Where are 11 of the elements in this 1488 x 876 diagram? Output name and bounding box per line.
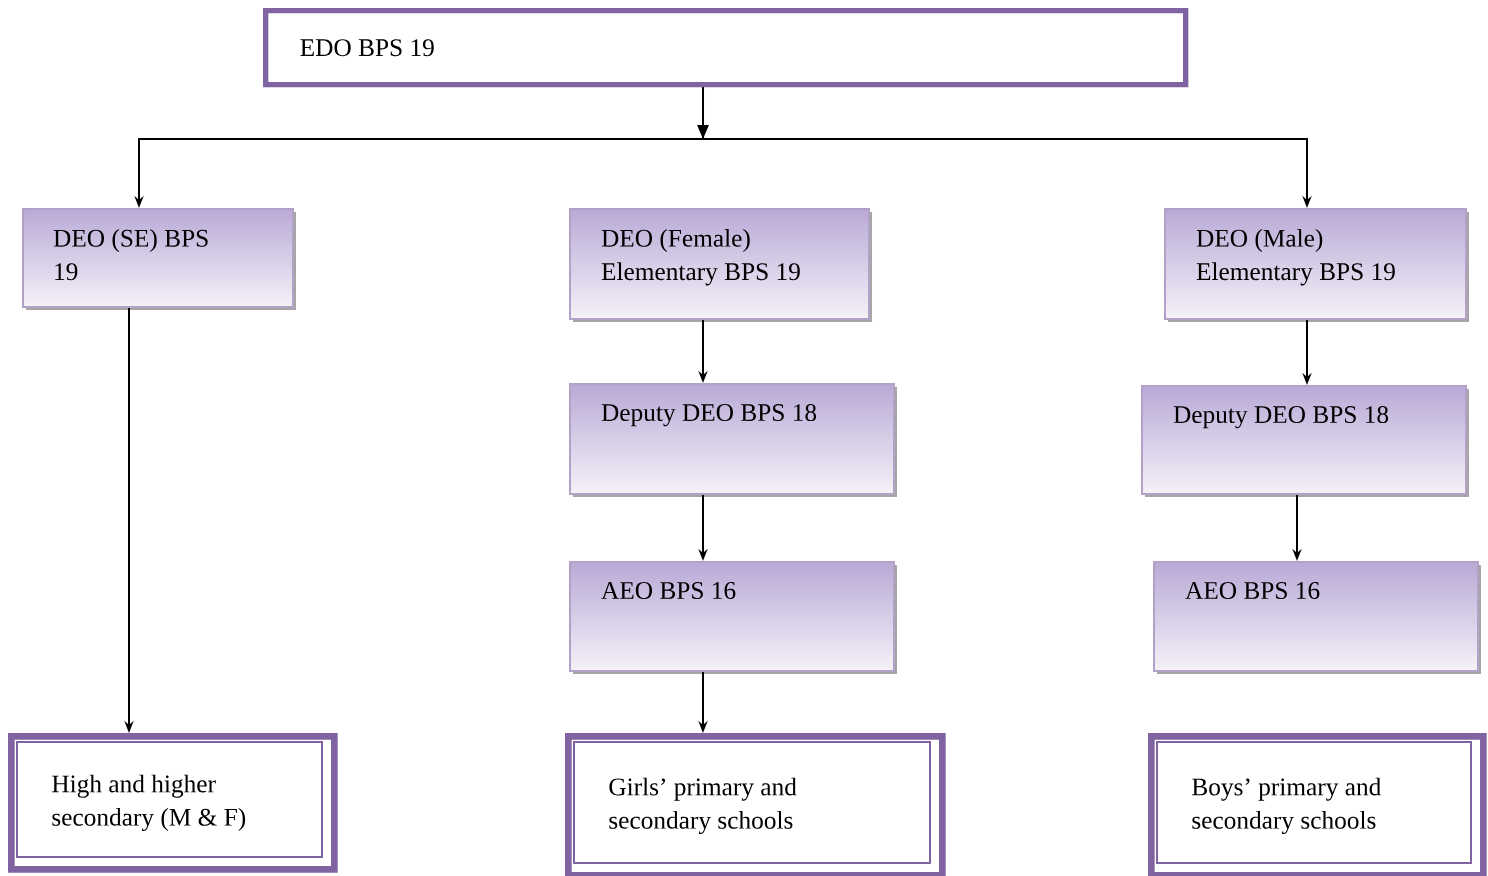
position-box: DEO (Male) Elementary BPS 19 [1164, 208, 1469, 322]
position-box: DEO (Female) Elementary BPS 19 [569, 208, 872, 322]
position-box: AEO BPS 16 [569, 561, 897, 674]
position-box: Deputy DEO BPS 18 [569, 383, 897, 497]
school-box: Girls’ primary and secondary schools [565, 733, 946, 876]
school-box: High and higher secondary (M & F) [8, 733, 338, 873]
position-box: DEO (SE) BPS 19 [22, 208, 296, 310]
school-box: Boys’ primary and secondary schools [1148, 733, 1487, 876]
position-box: AEO BPS 16 [1153, 561, 1481, 674]
title-box: EDO BPS 19 [263, 8, 1189, 88]
position-box: Deputy DEO BPS 18 [1141, 385, 1469, 497]
